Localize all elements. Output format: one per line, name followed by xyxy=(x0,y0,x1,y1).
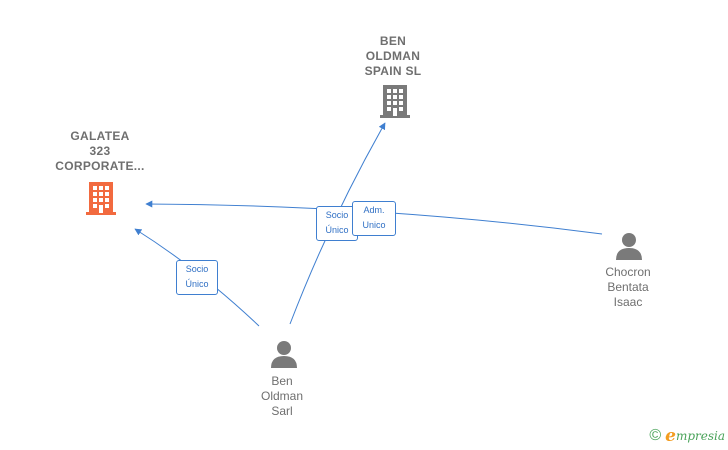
building-icon[interactable] xyxy=(85,180,117,221)
person-icon[interactable] xyxy=(614,231,644,266)
brand-logo-text: mpresia xyxy=(675,429,725,443)
copyright-icon: © xyxy=(649,427,662,444)
person-icon[interactable] xyxy=(269,339,299,374)
edge-label-socio-unico: Socio Único xyxy=(316,206,358,241)
building-icon[interactable] xyxy=(379,83,411,124)
node-label-ben-oldman-spain: BEN OLDMAN SPAIN SL xyxy=(364,34,422,78)
node-label-galatea: GALATEA 323 CORPORATE... xyxy=(55,129,145,173)
edge-label-socio-unico: Socio Único xyxy=(176,260,218,295)
node-label-ben-oldman-sarl: Ben Oldman Sarl xyxy=(260,374,304,418)
node-label-chocron: Chocron Bentata Isaac xyxy=(605,265,651,309)
brand-logo-initial: e xyxy=(665,426,676,446)
edge-label-adm-unico: Adm. Unico xyxy=(352,201,396,236)
brand-footer: © e mpresia xyxy=(649,426,725,446)
